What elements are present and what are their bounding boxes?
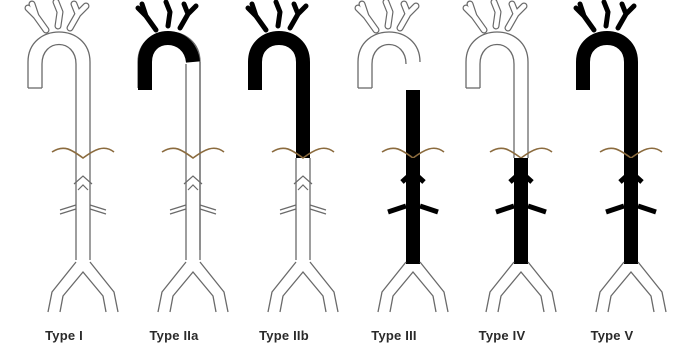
branch-vessel <box>604 2 608 26</box>
branch-vessel <box>180 4 196 28</box>
branch-vessel <box>576 4 594 30</box>
descending-aorta <box>296 62 310 158</box>
aorta-illustration <box>228 0 340 330</box>
aorta-illustration <box>338 0 450 330</box>
aortic-arch-outline <box>358 32 420 88</box>
diaphragm-line <box>490 148 552 158</box>
panel-label: Type IIb <box>228 328 340 343</box>
iliac-arteries-inner <box>390 272 436 312</box>
celiac-branch <box>294 176 312 190</box>
branch-vessel <box>276 2 280 26</box>
renal-branches <box>60 205 106 214</box>
iliac-arteries-inner <box>280 272 326 312</box>
iliac-arteries-outer <box>596 262 666 312</box>
branch-vessel <box>248 4 266 30</box>
descending-aorta <box>624 62 638 158</box>
iliac-arteries-inner <box>60 272 106 312</box>
aortic-arch-inner <box>372 45 406 89</box>
panel-type-2b: Type IIb <box>228 0 340 362</box>
branch-vessel <box>618 4 634 28</box>
aortic-arch-outline <box>466 32 528 88</box>
branch-vessel <box>166 2 170 26</box>
renal-branches <box>280 205 326 214</box>
panel-label: Type I <box>8 328 120 343</box>
iliac-arteries-outer <box>268 262 338 312</box>
aorta-illustration <box>446 0 558 330</box>
branch-vessel <box>138 4 156 30</box>
aortic-arch-inner <box>480 45 514 89</box>
panel-type-4: Type IV <box>446 0 558 362</box>
branch-vessel-lumen <box>358 4 376 30</box>
aortic-bifurcation <box>514 258 528 264</box>
diaphragm-line <box>52 148 114 158</box>
iliac-arteries-outer <box>486 262 556 312</box>
panel-type-5: Type V <box>556 0 668 362</box>
aorta-illustration <box>556 0 668 330</box>
branch-vessel-lumen <box>466 4 484 30</box>
aortic-bifurcation <box>406 258 420 264</box>
aortic-arch-inner <box>42 45 76 89</box>
aortic-bifurcation <box>624 258 638 264</box>
aorta-illustration <box>118 0 230 330</box>
iliac-arteries-inner <box>498 272 544 312</box>
panel-type-3: Type III <box>338 0 450 362</box>
panel-type-1: Type I <box>8 0 120 362</box>
panel-type-2a: Type IIa <box>118 0 230 362</box>
iliac-arteries-outer <box>378 262 448 312</box>
aortic-arch <box>583 38 631 90</box>
panel-label: Type IV <box>446 328 558 343</box>
aorta-illustration <box>8 0 120 330</box>
aortic-arch-outline <box>28 32 90 88</box>
iliac-arteries-inner <box>170 272 216 312</box>
iliac-arteries-outer <box>158 262 228 312</box>
panel-label: Type IIa <box>118 328 230 343</box>
descending-aorta <box>406 90 420 158</box>
diaphragm-line <box>162 148 224 158</box>
panel-label: Type III <box>338 328 450 343</box>
iliac-arteries-inner <box>608 272 654 312</box>
renal-branches <box>170 205 216 214</box>
branch-vessel <box>290 4 306 28</box>
celiac-branch <box>184 176 202 190</box>
celiac-branch <box>74 176 92 190</box>
panel-label: Type V <box>556 328 668 343</box>
iliac-arteries-outer <box>48 262 118 312</box>
branch-vessel-lumen <box>28 4 46 30</box>
aortic-arch <box>255 38 303 90</box>
